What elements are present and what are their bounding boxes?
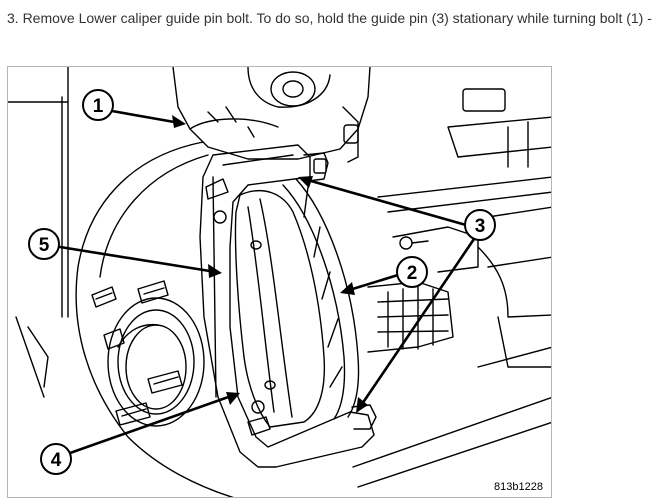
callout-circles (28, 89, 496, 475)
callout-5-label: 5 (39, 235, 50, 256)
background-panel-lines (8, 67, 69, 398)
illustration-drawing: 1 2 3 4 5 (8, 67, 551, 497)
rotor-ring (282, 178, 360, 420)
lower-guide-pin (351, 404, 377, 430)
rotor-disc (75, 141, 235, 497)
wheel-studs (91, 280, 183, 426)
instruction-text: 3. Remove Lower caliper guide pin bolt. … (7, 10, 652, 26)
wheel-hub (91, 280, 205, 427)
callout-leaders (58, 109, 476, 455)
steering-knuckle (172, 67, 371, 163)
brake-pad (234, 190, 326, 428)
arrow-heads (172, 115, 368, 413)
callout-2-label: 2 (407, 263, 418, 284)
callout-1-label: 1 (93, 96, 104, 117)
brake-caliper-illustration: 1 2 3 4 5 813b1228 (7, 66, 552, 498)
figure-identifier: 813b1228 (494, 481, 543, 493)
callout-3-label: 3 (475, 216, 486, 237)
callout-4-label: 4 (51, 450, 62, 471)
upper-guide-pin (303, 152, 329, 182)
caliper-bracket (199, 144, 375, 468)
suspension-components (352, 88, 551, 488)
